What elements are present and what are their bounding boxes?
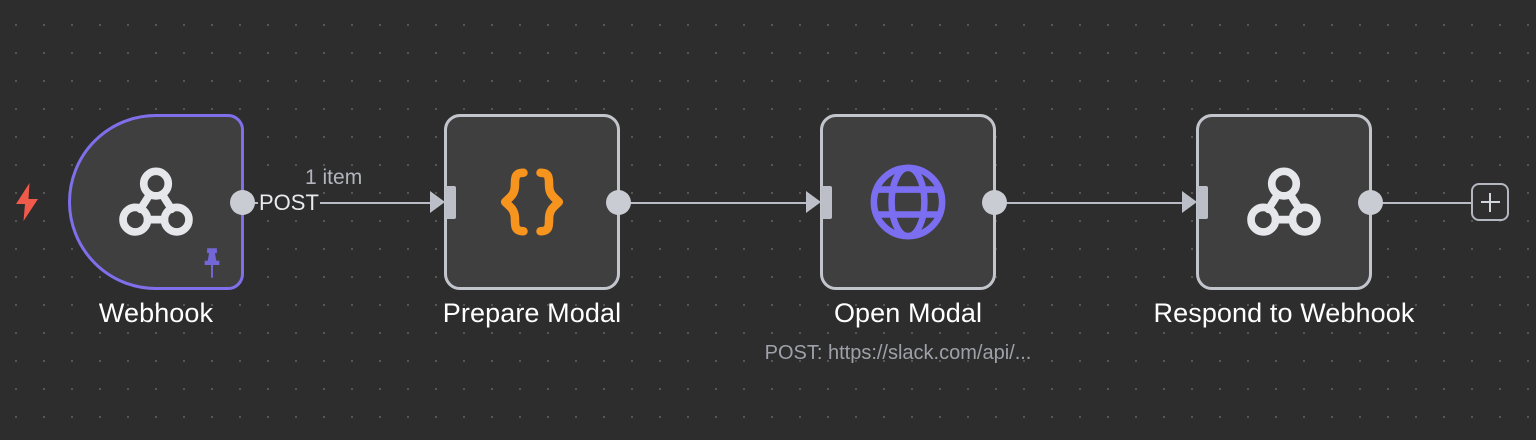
connection-webhook-prepare-modal[interactable] [254,202,436,204]
node-open-modal-output-handle[interactable] [982,190,1007,215]
code-braces-icon [493,163,571,241]
node-prepare-modal-input-handle[interactable] [430,186,456,219]
node-webhook[interactable] [68,114,244,290]
lightning-bolt-icon [14,183,40,221]
node-open-modal[interactable] [820,114,996,290]
connection-item-count-label: 1 item [305,166,363,189]
node-webhook-label: Webhook [98,298,214,328]
node-respond-to-webhook-label: Respond to Webhook [1153,298,1415,328]
node-respond-input-handle[interactable] [1182,186,1208,219]
webhook-icon [1238,156,1330,248]
node-prepare-modal-label: Prepare Modal [442,298,622,328]
connection-prepare-modal-open-modal[interactable] [630,202,814,204]
node-open-modal-subtitle: POST: https://slack.com/api/... [764,342,1032,364]
plus-icon [1480,192,1500,212]
connection-respond-add-button[interactable] [1382,202,1474,204]
pin-icon [197,247,227,279]
node-respond-output-handle[interactable] [1358,190,1383,215]
webhook-icon [110,156,202,248]
node-open-modal-input-handle[interactable] [806,186,832,219]
node-respond-to-webhook[interactable] [1196,114,1372,290]
connection-open-modal-respond[interactable] [1006,202,1190,204]
connection-method-label: POST [258,190,320,216]
node-webhook-output-handle[interactable] [230,190,255,215]
node-prepare-modal-output-handle[interactable] [606,190,631,215]
node-open-modal-label: Open Modal [833,298,983,328]
globe-icon [866,160,950,244]
node-prepare-modal[interactable] [444,114,620,290]
add-node-button[interactable] [1471,183,1509,221]
